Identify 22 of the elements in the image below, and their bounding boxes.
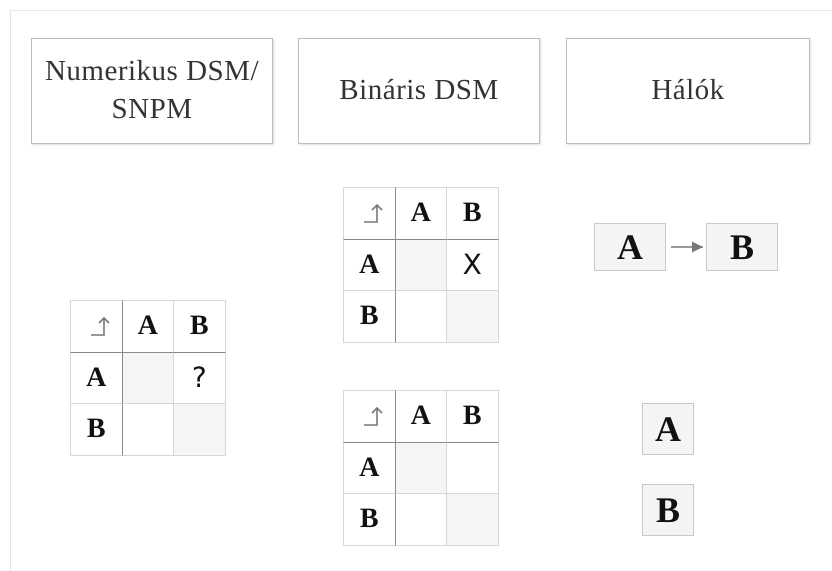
matrix-header: A <box>410 199 431 228</box>
matrix-entry: X <box>462 250 482 279</box>
category-header: Bináris DSM <box>298 38 540 144</box>
category-header: Hálók <box>566 38 810 144</box>
category-header: Numerikus DSM/ SNPM <box>31 38 273 144</box>
matrix-header: B <box>190 312 209 340</box>
matrix-entry: ? <box>192 364 207 392</box>
matrix-header: B <box>462 402 482 430</box>
matrix-header: A <box>410 402 431 430</box>
network-node: B <box>642 484 694 536</box>
matrix-header: A <box>138 312 158 340</box>
network-node: A <box>642 403 694 455</box>
matrix-header: B <box>360 302 379 330</box>
matrix-header: B <box>360 505 379 534</box>
matrix-header: A <box>359 250 380 279</box>
matrix-header: A <box>359 454 380 482</box>
matrix-header: B <box>462 199 482 228</box>
network-node: B <box>706 223 778 271</box>
network-node: A <box>594 223 666 271</box>
arrow <box>671 241 703 253</box>
matrix-header: A <box>86 364 106 392</box>
matrix-header: B <box>86 415 106 444</box>
